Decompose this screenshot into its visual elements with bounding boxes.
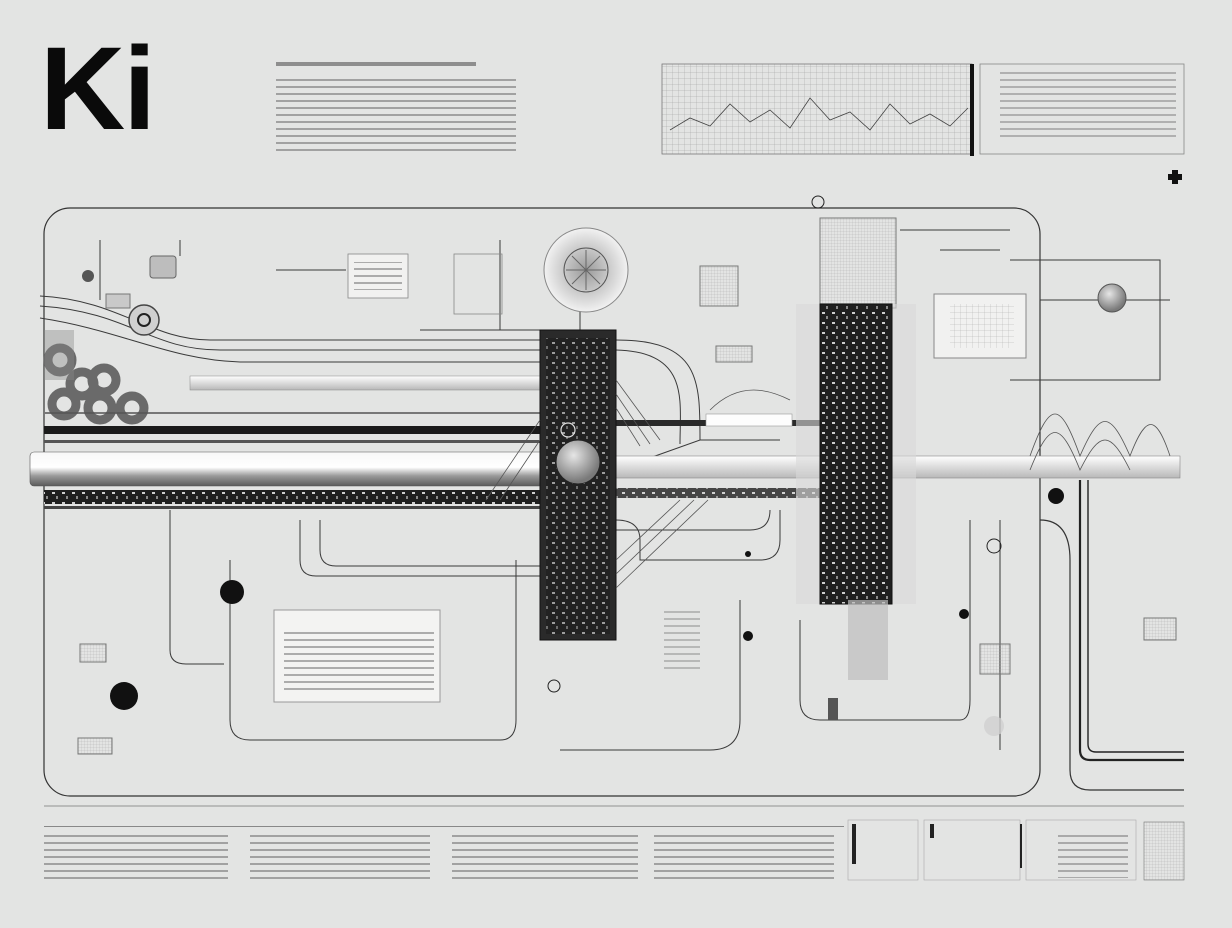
right-branch-outline (1039, 519, 1184, 791)
top-grid-chart (661, 63, 1185, 156)
page-title: Ki (40, 23, 156, 155)
fan-icon (543, 227, 629, 313)
node-dot-icon (110, 488, 1064, 710)
main-pipe (29, 451, 545, 487)
header-paragraph (276, 62, 516, 154)
annotation-boxes (77, 253, 1177, 755)
waveforms (709, 389, 1171, 471)
knob-icon (82, 255, 1127, 336)
center-pcb-column (539, 329, 617, 641)
puzzle-icon (1168, 170, 1182, 184)
bottom-text-columns (44, 819, 1185, 882)
wiring (39, 229, 1184, 762)
coil-cluster (43, 343, 149, 425)
right-pcb-column (796, 217, 916, 680)
diagonal-traces (485, 379, 709, 589)
